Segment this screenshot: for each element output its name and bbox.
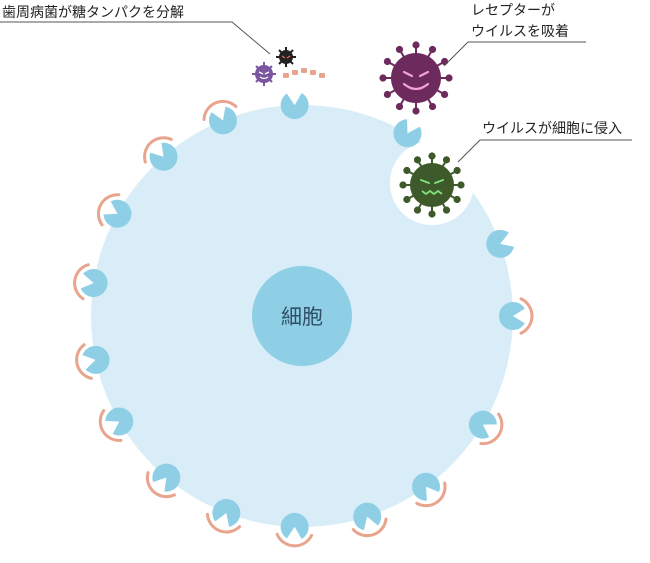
glycoprotein-arc xyxy=(96,193,121,227)
glycoprotein-arc xyxy=(98,409,123,442)
receptor-icon xyxy=(208,106,237,135)
receptor-icon xyxy=(149,142,178,171)
glycoprotein-arc xyxy=(205,512,242,534)
glycoprotein-arc xyxy=(143,136,173,164)
glycoprotein-arc xyxy=(202,99,238,121)
bacteria-icon xyxy=(252,47,296,86)
glycoprotein-arc xyxy=(351,517,388,538)
receptor-icon xyxy=(105,407,134,436)
receptor-group xyxy=(73,93,534,548)
label-periodontal-bacteria: 歯周病菌が糖タンパクを分解 xyxy=(2,5,184,21)
glycoprotein-arc xyxy=(479,412,504,446)
receptor-icon xyxy=(82,345,110,374)
nucleus-label: 細胞 xyxy=(281,305,323,329)
glycoprotein-arc xyxy=(73,263,90,301)
glycoprotein-arc xyxy=(145,471,176,499)
receptor-icon xyxy=(412,472,441,501)
receptor-icon xyxy=(152,463,181,492)
virus-icon xyxy=(399,152,465,218)
glycoprotein-arc xyxy=(75,343,93,380)
receptor-icon xyxy=(280,512,309,539)
receptor-icon xyxy=(103,199,132,228)
glycoprotein-arc xyxy=(275,532,314,548)
label-receptor-line2: ウイルスを吸着 xyxy=(471,24,569,40)
receptor-icon xyxy=(468,410,497,439)
glycoprotein-arc xyxy=(415,481,447,508)
label-virus-invades: ウイルスが細胞に侵入 xyxy=(482,120,622,137)
receptor-icon xyxy=(212,498,241,527)
leader-lines xyxy=(0,21,632,163)
glycoprotein-arc xyxy=(519,297,534,335)
virus-icon xyxy=(379,41,453,115)
receptor-icon xyxy=(393,119,422,148)
receptor-icon xyxy=(353,502,382,531)
receptor-broken-glycoprotein xyxy=(283,68,325,78)
receptor-icon xyxy=(280,93,309,120)
receptor-icon xyxy=(80,268,108,297)
receptor-icon xyxy=(486,229,514,258)
label-receptor-line1: レセプターが xyxy=(471,3,555,19)
receptor-icon xyxy=(499,302,525,331)
nucleus xyxy=(252,266,352,366)
